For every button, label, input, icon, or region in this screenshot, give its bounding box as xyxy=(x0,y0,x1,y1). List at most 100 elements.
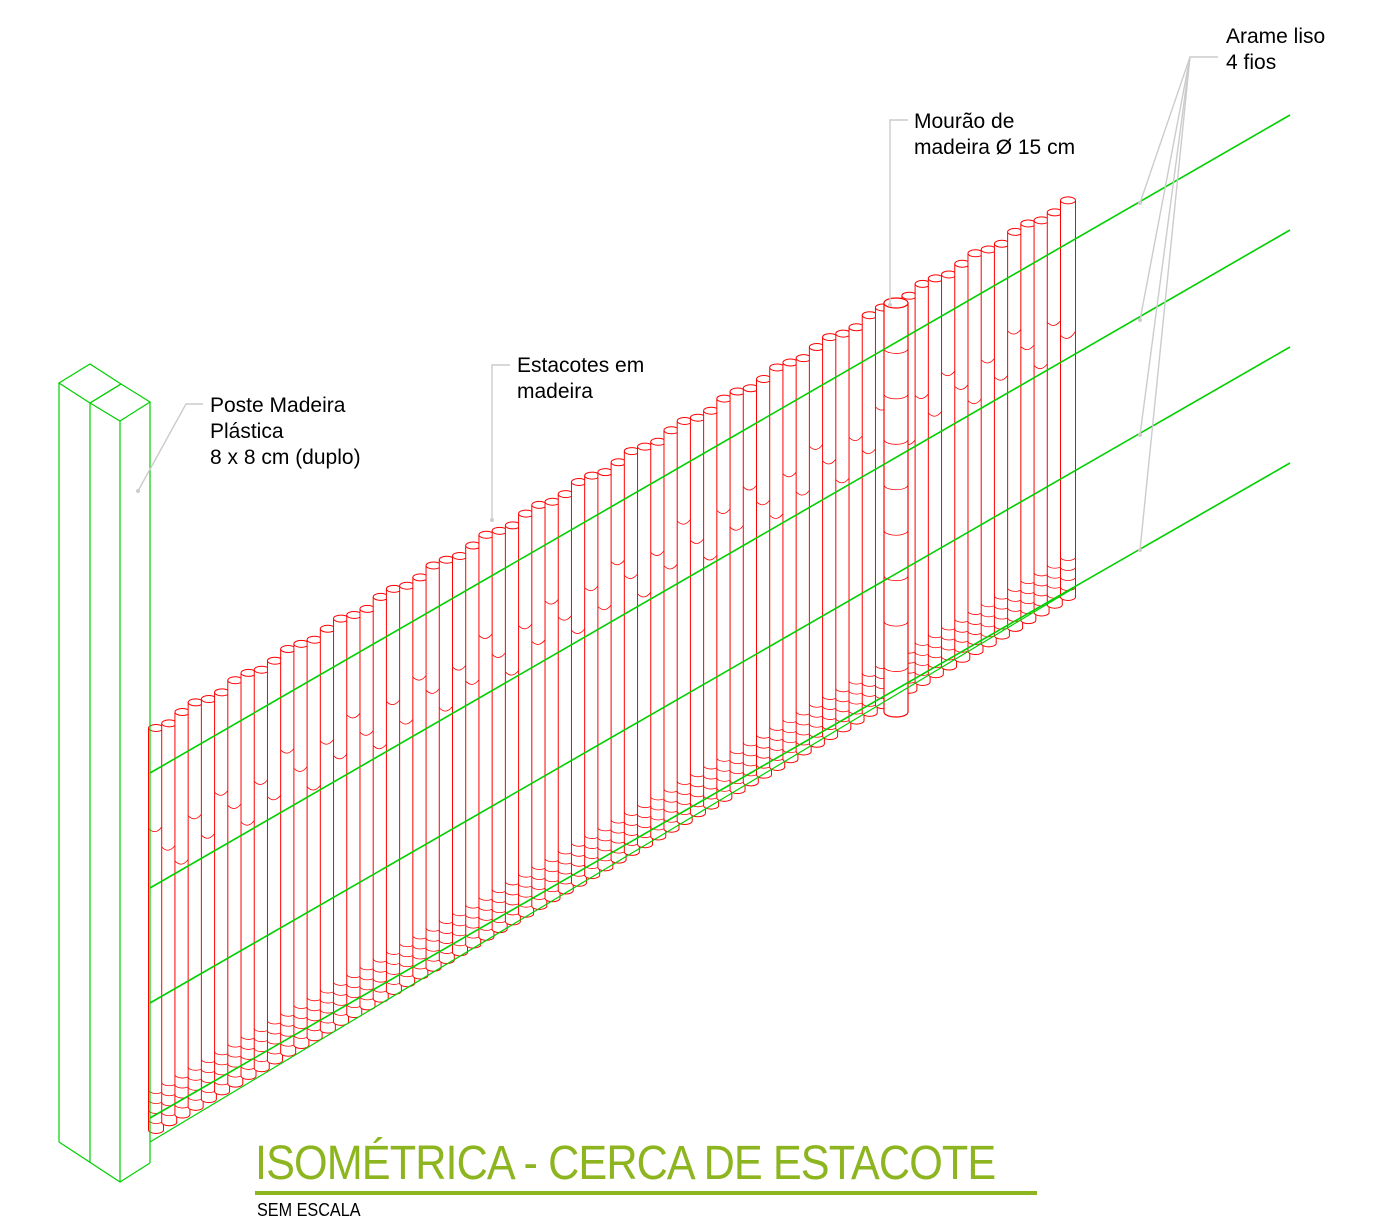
label-poste-line-1: Poste Madeira xyxy=(210,394,346,417)
label-poste-line-2: Plástica xyxy=(210,420,284,443)
stake xyxy=(319,624,336,1034)
stake xyxy=(161,719,178,1127)
stake xyxy=(623,447,640,856)
stake xyxy=(174,708,191,1119)
label-arame-line-1: Arame liso xyxy=(1226,25,1326,48)
mourao-ring xyxy=(883,393,909,400)
leader-dot xyxy=(136,489,140,493)
stake xyxy=(914,279,931,686)
plastic-wood-post xyxy=(57,363,152,1183)
stake xyxy=(187,698,204,1111)
stake xyxy=(756,374,772,779)
stake xyxy=(742,384,759,787)
drawing-scale-note: SEM ESCALA xyxy=(257,1200,361,1220)
stake xyxy=(240,668,257,1080)
mourao-ring xyxy=(883,575,909,582)
stake-body xyxy=(240,672,257,1080)
stake-body xyxy=(266,660,283,1065)
stake-body xyxy=(663,430,680,833)
stake xyxy=(531,500,548,910)
stake-grain xyxy=(1060,331,1076,339)
stake-body xyxy=(253,669,270,1073)
leader-dot xyxy=(1138,318,1142,322)
stake-body xyxy=(729,391,746,795)
mourao-ring xyxy=(883,621,909,627)
stake xyxy=(597,468,614,872)
stake xyxy=(280,645,297,1057)
wooden-mourao-post xyxy=(883,297,909,718)
leader-estacotes xyxy=(491,364,510,520)
stake-body xyxy=(597,472,614,872)
stake-body xyxy=(782,362,799,764)
stake xyxy=(716,394,733,802)
stake-body xyxy=(650,441,667,841)
stake xyxy=(848,323,865,725)
stake xyxy=(1033,216,1050,617)
stake xyxy=(214,688,231,1096)
stake-ring xyxy=(1060,566,1076,571)
stake-body xyxy=(319,628,336,1034)
stake xyxy=(478,530,495,941)
leader-arame xyxy=(1139,56,1191,436)
stake-body xyxy=(174,712,191,1119)
stake xyxy=(1060,196,1076,601)
stake-body xyxy=(689,417,706,818)
label-estacotes-line-1: Estacotes em xyxy=(517,354,645,377)
stake xyxy=(795,354,812,756)
stake xyxy=(584,471,601,880)
stake-body xyxy=(861,315,878,717)
stake xyxy=(293,639,310,1049)
leader-lines xyxy=(136,56,1218,552)
stake xyxy=(808,343,825,748)
label-poste-line-3: 8 x 8 cm (duplo) xyxy=(210,446,361,469)
stake xyxy=(266,656,283,1065)
stake xyxy=(491,526,508,934)
stake xyxy=(782,358,799,764)
wire xyxy=(149,346,1291,1004)
post-bottom xyxy=(58,1141,151,1183)
leader-arame xyxy=(1139,56,1191,551)
leader-dot xyxy=(490,518,494,522)
stake xyxy=(425,561,442,972)
stake-body xyxy=(1033,220,1050,617)
label-mourao-line-1: Mourão de xyxy=(914,110,1015,133)
wire xyxy=(149,229,1291,889)
label-estacotes-line-2: madeira xyxy=(517,380,593,403)
stake-body xyxy=(557,494,574,895)
mourao-ring xyxy=(883,484,909,491)
stake xyxy=(861,311,878,717)
stake xyxy=(385,584,402,995)
stake-body xyxy=(293,643,310,1049)
stake-body xyxy=(822,337,839,741)
stake-ring xyxy=(1060,576,1076,581)
stake xyxy=(822,333,839,741)
stake-body xyxy=(531,504,548,910)
stake-body xyxy=(187,702,204,1111)
stake-body xyxy=(1046,212,1063,609)
stake-body xyxy=(756,379,772,779)
stake-body xyxy=(637,446,654,849)
label-mourao-line-2: madeira Ø 15 cm xyxy=(914,136,1076,159)
stake xyxy=(637,442,654,849)
stake-body xyxy=(306,639,323,1042)
stake-body xyxy=(584,475,601,880)
wire xyxy=(149,114,1291,774)
stake xyxy=(689,413,706,818)
stake-body xyxy=(835,333,852,733)
stake-body xyxy=(795,358,812,756)
stake-body xyxy=(570,482,587,887)
stake-body xyxy=(716,398,733,802)
post-top-left xyxy=(57,363,123,404)
leader-mourao xyxy=(889,119,908,305)
stake xyxy=(412,573,429,980)
stake xyxy=(676,416,693,825)
mourao-body xyxy=(883,303,909,718)
stake xyxy=(1046,208,1063,609)
label-arame-line-2: 4 fios xyxy=(1226,51,1277,74)
stake xyxy=(729,387,746,795)
stake xyxy=(769,363,786,771)
stake xyxy=(570,478,587,887)
wire xyxy=(149,462,1291,1119)
stake-body xyxy=(769,367,786,771)
